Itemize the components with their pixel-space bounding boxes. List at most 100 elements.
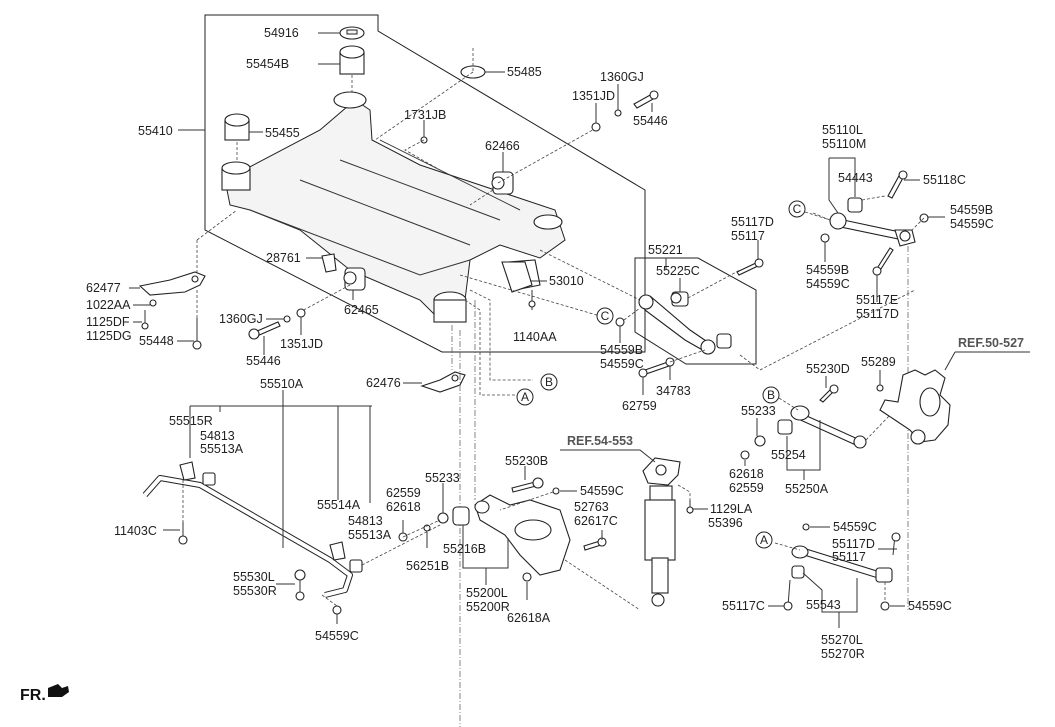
svg-text:A: A: [760, 533, 768, 547]
bolt-55448: [192, 318, 202, 350]
label-54559C-f: 54559C: [833, 520, 877, 534]
svg-text:C: C: [793, 202, 802, 216]
label-62465: 62465: [344, 303, 379, 317]
bushing-right: [716, 333, 732, 349]
label-54559C-e: 54559C: [580, 484, 624, 498]
nut-54559B-a: [615, 317, 625, 327]
label-55254: 55254: [771, 448, 806, 462]
label-55117D-a: 55117D: [731, 215, 774, 229]
callout-A-2: A: [755, 531, 773, 549]
nut-54559B-c: [820, 233, 830, 243]
label-54559C-c: 54559C: [806, 277, 850, 291]
label-62559-b: 62559: [386, 486, 421, 500]
washer-1351JD-bot: [296, 308, 306, 318]
label-55485: 55485: [507, 65, 542, 79]
svg-text:B: B: [545, 375, 553, 389]
label-55221: 55221: [648, 243, 683, 257]
callout-C-2: C: [788, 200, 806, 218]
label-55446-top: 55446: [633, 114, 668, 128]
knuckle-ref: [879, 369, 951, 445]
bolt-55117C: [783, 579, 793, 611]
upper-arm-group-box: [634, 257, 757, 365]
callout-C-1: C: [596, 307, 614, 325]
label-62617C: 62617C: [574, 514, 618, 528]
label-55117D-c: 55117D: [832, 537, 875, 551]
label-1351JD-top: 1351JD: [572, 89, 615, 103]
bushing-55454B: [339, 45, 365, 75]
bolt-11403C: [178, 522, 188, 545]
link-55250A: [790, 405, 867, 449]
link-55530L: [294, 569, 306, 601]
label-55110L: 55110L: [822, 123, 863, 137]
label-1125DF: 1125DF: [86, 315, 130, 329]
label-11403C: 11403C: [114, 524, 157, 538]
label-1140AA: 1140AA: [513, 330, 557, 344]
lower-arm-55200L: [474, 494, 571, 576]
bracket-62477: [138, 271, 206, 296]
label-55117-c: 55117: [832, 550, 866, 564]
label-62759: 62759: [622, 399, 657, 413]
label-55410: 55410: [138, 124, 173, 138]
label-55117D-b: 55117D: [856, 307, 899, 321]
callout-B-2: B: [762, 386, 780, 404]
label-55118C: 55118C: [923, 173, 966, 187]
bolt-55446-bot: [248, 321, 281, 340]
callout-A-1: A: [516, 388, 534, 406]
bolt-55117D-c: [891, 532, 901, 556]
svg-text:B: B: [767, 388, 775, 402]
label-55200R: 55200R: [466, 600, 510, 614]
front-label: FR.: [20, 687, 46, 704]
bushing-62465: [343, 267, 366, 291]
bushing-62466: [491, 171, 514, 195]
label-62559-a: 62559: [729, 481, 764, 495]
bolt-1125DF: [141, 310, 149, 330]
label-54559C-a: 54559C: [600, 357, 644, 371]
bolt-55230B: [511, 477, 544, 493]
nut-56251B: [423, 524, 431, 532]
label-54559C-g: 54559C: [908, 599, 952, 613]
label-55454B: 55454B: [246, 57, 289, 71]
bolt-55118C: [887, 170, 908, 199]
bushing-55216B: [452, 506, 470, 526]
label-1125DG: 1125DG: [86, 329, 132, 343]
label-55117E: 55117E: [856, 293, 898, 307]
label-55446-bot: 55446: [246, 354, 281, 368]
washer-1351JD-top: [591, 122, 601, 132]
label-52763: 52763: [574, 500, 609, 514]
label-54559B-b: 54559B: [950, 203, 993, 217]
control-arm-55110L: [829, 212, 916, 247]
clamp-55515R: [179, 461, 196, 481]
ref-50-527: REF.50-527: [958, 336, 1024, 350]
bolt-52763: [583, 537, 607, 551]
label-55515R: 55515R: [169, 414, 213, 428]
bushing-55455: [224, 113, 250, 141]
nut-54559C-d: [332, 605, 342, 615]
label-55514A: 55514A: [317, 498, 361, 512]
label-55117-a: 55117: [731, 229, 765, 243]
label-55530L: 55530L: [233, 570, 275, 584]
label-28761: 28761: [266, 251, 301, 265]
label-54813-a: 54813: [200, 429, 235, 443]
label-54559B-a: 54559B: [600, 343, 643, 357]
label-55200L: 55200L: [466, 586, 508, 600]
label-55230D: 55230D: [806, 362, 850, 376]
bolt-55117D-a: [736, 258, 764, 276]
label-1731JB: 1731JB: [404, 108, 446, 122]
label-55230B: 55230B: [505, 454, 548, 468]
nut-54559C-f: [802, 523, 810, 531]
bolt-55230D: [819, 384, 839, 403]
bushing-55543: [791, 565, 805, 579]
label-55455: 55455: [265, 126, 300, 140]
bolt-1129LA: [686, 500, 694, 514]
label-1022AA: 1022AA: [86, 298, 131, 312]
label-54443: 54443: [838, 171, 873, 185]
label-54916: 54916: [264, 26, 299, 40]
label-54813-b: 54813: [348, 514, 383, 528]
label-62477: 62477: [86, 281, 121, 295]
label-54559B-c: 54559B: [806, 263, 849, 277]
stabilizer-bar-55510A: [142, 475, 353, 598]
washer-55233-a: [754, 435, 766, 447]
shock-absorber-ref: [642, 457, 681, 607]
label-62618A: 62618A: [507, 611, 551, 625]
